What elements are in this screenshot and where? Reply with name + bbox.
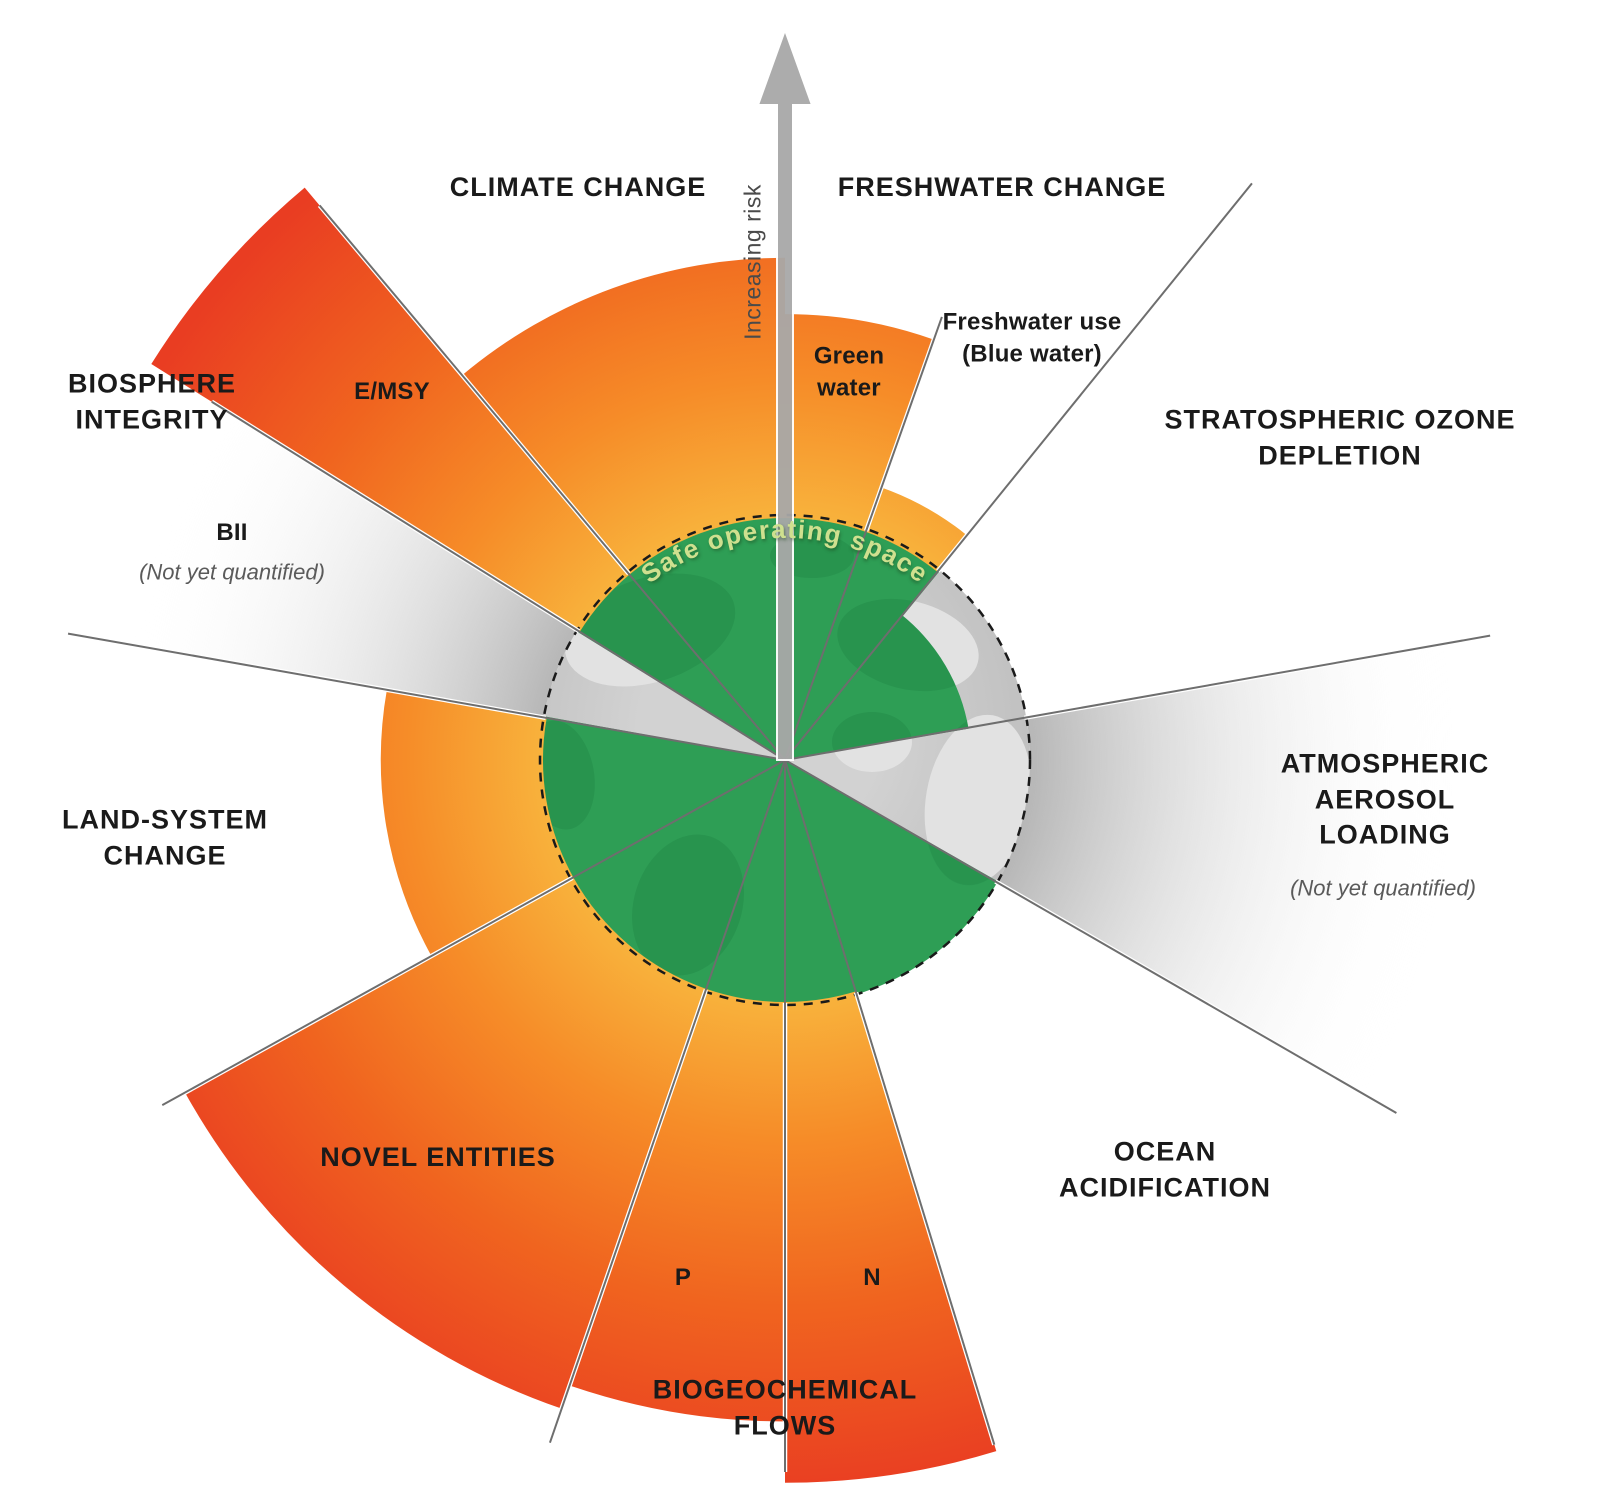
safe-wedge-phosphorus	[704, 760, 787, 1005]
safe-boundary-dashed-circle	[538, 513, 1032, 1007]
divider-line	[211, 400, 786, 761]
sector-divider-lines	[67, 181, 1491, 1472]
safe-wedge-green-water	[783, 515, 868, 760]
boundary-transgression-wedges	[133, 187, 1471, 1483]
transgression-wedge-climate-change	[462, 257, 785, 575]
transgression-wedge-emsy	[151, 187, 630, 632]
increasing-risk-label: Increasing risk	[739, 184, 766, 340]
safe-operating-space-wedges	[540, 515, 998, 1005]
divider-line	[67, 632, 786, 761]
not-quantified-wedge-bii	[133, 409, 578, 718]
divider-line	[784, 182, 1253, 761]
safe-wedge-novel-entities	[570, 760, 785, 993]
continent-shape	[924, 714, 1030, 886]
divider-line	[784, 759, 996, 1446]
divider-line	[318, 204, 786, 761]
transgression-wedge-green-water	[785, 314, 934, 532]
transgression-wedge-nitrogen	[785, 991, 997, 1483]
transgression-wedge-novel-entities	[185, 877, 707, 1409]
safe-wedge-land-system-change	[540, 716, 785, 880]
continent-shape	[632, 834, 744, 976]
increasing-risk-arrow	[756, 27, 814, 761]
safe-wedge-nitrogen	[783, 760, 858, 1005]
divider-line	[784, 634, 1491, 761]
divider-line	[784, 316, 943, 761]
transgression-wedge-land-system-change	[380, 689, 574, 956]
divider-line	[161, 759, 786, 1107]
divider-line	[548, 759, 786, 1443]
safe-wedge-emsy	[576, 571, 785, 760]
divider-line	[784, 759, 1397, 1114]
safe-wedge-blue-water	[785, 528, 941, 760]
safe-wedge-stratospheric-ozone-depletion	[785, 614, 969, 760]
transgression-wedge-phosphorus	[569, 988, 785, 1422]
transgression-wedge-blue-water	[865, 487, 967, 572]
not-quantified-wedge-atmospheric-aerosol-loading	[997, 640, 1471, 1103]
safe-wedge-climate-change	[626, 515, 787, 760]
